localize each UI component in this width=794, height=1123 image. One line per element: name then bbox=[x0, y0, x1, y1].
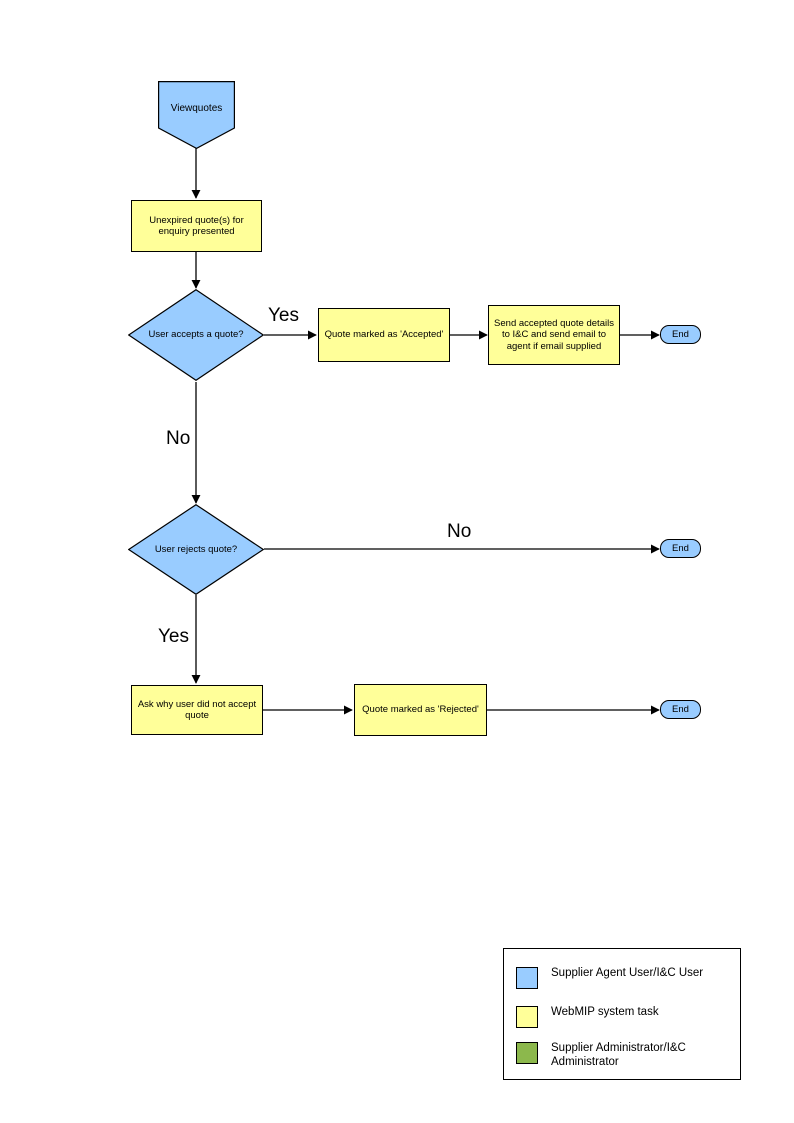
edge-label-accepts-yes: Yes bbox=[268, 305, 299, 326]
legend-label-supplier-agent: Supplier Agent User/I&C User bbox=[551, 967, 704, 979]
node-send-accepted-quote-details[interactable]: Send accepted quote details to I&C and s… bbox=[488, 305, 620, 365]
node-decision-user-rejects-label: User rejects quote? bbox=[154, 543, 238, 555]
node-quote-marked-accepted-label: Quote marked as 'Accepted' bbox=[324, 329, 444, 341]
pentagon-down-shape bbox=[158, 81, 235, 149]
node-end-3[interactable]: End bbox=[660, 700, 701, 719]
node-end-2[interactable]: End bbox=[660, 539, 701, 558]
legend-swatch-green bbox=[516, 1042, 538, 1064]
node-start-label: Viewquotes bbox=[170, 103, 223, 115]
node-send-accepted-quote-details-label: Send accepted quote details to I&C and s… bbox=[494, 318, 614, 352]
legend-swatch-yellow bbox=[516, 1006, 538, 1028]
node-quote-marked-rejected[interactable]: Quote marked as 'Rejected' bbox=[354, 684, 487, 736]
node-quote-marked-accepted[interactable]: Quote marked as 'Accepted' bbox=[318, 308, 450, 362]
node-quote-marked-rejected-label: Quote marked as 'Rejected' bbox=[362, 704, 479, 716]
legend-item-supplier-agent: Supplier Agent User/I&C User bbox=[516, 967, 703, 989]
legend-label-webmip-system-task: WebMIP system task bbox=[551, 1006, 659, 1018]
node-ask-why-not-accepted-label: Ask why user did not accept quote bbox=[137, 698, 257, 721]
diamond-shape bbox=[128, 504, 264, 595]
node-ask-why-not-accepted[interactable]: Ask why user did not accept quote bbox=[131, 685, 263, 735]
node-end-2-label: End bbox=[672, 542, 689, 554]
node-decision-user-accepts[interactable]: User accepts a quote? bbox=[128, 289, 264, 381]
diamond-shape bbox=[128, 289, 264, 381]
node-decision-user-rejects[interactable]: User rejects quote? bbox=[128, 504, 264, 595]
legend-item-supplier-administrator: Supplier Administrator/I&C Administrator bbox=[516, 1042, 736, 1070]
edge-label-rejects-yes: Yes bbox=[158, 626, 189, 647]
legend-label-supplier-administrator: Supplier Administrator/I&C Administrator bbox=[551, 1042, 686, 1068]
node-unexpired-quotes[interactable]: Unexpired quote(s) for enquiry presented bbox=[131, 200, 262, 252]
legend-panel: Supplier Agent User/I&C User WebMIP syst… bbox=[503, 948, 741, 1080]
node-end-1-label: End bbox=[672, 328, 689, 340]
node-decision-user-accepts-label: User accepts a quote? bbox=[148, 329, 244, 341]
legend-item-webmip-system-task: WebMIP system task bbox=[516, 1006, 659, 1028]
node-unexpired-quotes-label: Unexpired quote(s) for enquiry presented bbox=[149, 214, 244, 237]
edge-label-rejects-no: No bbox=[447, 521, 472, 542]
node-end-1[interactable]: End bbox=[660, 325, 701, 344]
node-start-viewquotes[interactable]: Viewquotes bbox=[158, 81, 235, 149]
legend-swatch-blue bbox=[516, 967, 538, 989]
node-end-3-label: End bbox=[672, 703, 689, 715]
edge-label-accepts-no: No bbox=[166, 428, 191, 449]
